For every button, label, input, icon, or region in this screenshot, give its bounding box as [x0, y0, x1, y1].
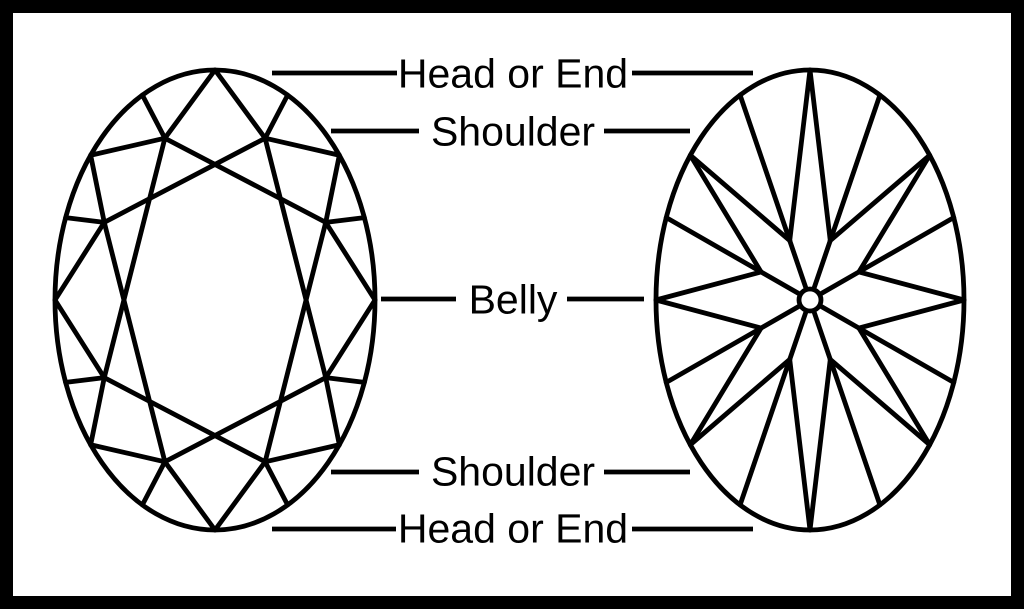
crown-star-facet-line — [262, 92, 291, 141]
pavilion-lower-girdle-line — [856, 215, 957, 275]
pavilion-main-facet-line — [787, 67, 813, 243]
crown-star-facet-line — [262, 459, 291, 508]
label-head-or-end-bottom: Head or End — [397, 505, 629, 552]
crown-bezel-facet-line — [88, 135, 168, 158]
pavilion-lower-girdle-line — [737, 92, 793, 243]
pavilion-main-facet-line — [856, 325, 933, 448]
culet-circle — [796, 286, 824, 314]
crown-star-facet-line — [323, 375, 367, 385]
pavilion-lower-girdle-line — [827, 357, 883, 508]
crown-bezel-facet-line — [262, 135, 342, 158]
crown-bezel-facet-line — [262, 442, 342, 465]
crown-star-facet-line — [139, 92, 168, 141]
pavilion-lower-girdle-line — [663, 215, 764, 275]
crown-table-star-line — [162, 135, 329, 225]
crown-table-star-line — [262, 135, 329, 381]
pavilion-lower-girdle-line — [663, 325, 764, 385]
pavilion-main-facet-line — [827, 357, 933, 448]
pavilion-main-facet-line — [787, 357, 813, 533]
pavilion-lower-girdle-line — [827, 92, 883, 243]
label-belly: Belly — [468, 276, 558, 323]
pavilion-main-facet-line — [807, 357, 833, 533]
label-shoulder-bottom: Shoulder — [430, 448, 596, 495]
crown-star-facet-line — [139, 459, 168, 508]
pavilion-main-facet-line — [687, 357, 793, 448]
crown-table-star-line — [101, 219, 168, 465]
crown-bezel-facet-line — [162, 459, 218, 533]
crown-girdle-outline — [52, 67, 378, 533]
crown-table-star-line — [101, 135, 268, 225]
label-head-or-end-top: Head or End — [397, 50, 629, 97]
pavilion-main-facet-line — [856, 152, 933, 275]
crown-view-diamond — [52, 67, 378, 533]
crown-table-star-line — [162, 375, 329, 465]
crown-bezel-facet-line — [323, 152, 342, 225]
crown-table-star-line — [101, 135, 168, 381]
crown-bezel-facet-line — [212, 67, 268, 141]
crown-bezel-facet-line — [88, 152, 107, 225]
pavilion-main-facet-line — [687, 325, 764, 448]
crown-bezel-facet-line — [88, 442, 168, 465]
crown-bezel-facet-line — [88, 375, 107, 448]
pavilion-lower-girdle-line — [737, 357, 793, 508]
pavilion-lower-girdle-line — [856, 325, 957, 385]
crown-bezel-facet-line — [212, 459, 268, 533]
pavilion-main-facet-line — [807, 67, 833, 243]
crown-bezel-facet-line — [323, 297, 378, 381]
pavilion-main-facet-line — [827, 152, 933, 243]
crown-table-star-line — [101, 375, 268, 465]
crown-bezel-facet-line — [52, 219, 107, 303]
crown-star-facet-line — [63, 215, 107, 225]
crown-bezel-facet-line — [162, 67, 218, 141]
label-shoulder-top: Shoulder — [430, 108, 596, 155]
pavilion-main-facet-line — [653, 269, 764, 303]
pavilion-main-facet-line — [687, 152, 764, 275]
pavilion-view-diamond — [653, 67, 967, 533]
crown-star-facet-line — [63, 375, 107, 385]
crown-bezel-facet-line — [52, 297, 107, 381]
pavilion-main-facet-line — [653, 297, 764, 331]
pavilion-main-facet-line — [856, 269, 967, 303]
crown-bezel-facet-line — [323, 219, 378, 303]
label-pointer-lines — [272, 70, 753, 532]
crown-table-star-line — [262, 219, 329, 465]
pavilion-main-facet-line — [687, 152, 793, 243]
crown-star-facet-line — [323, 215, 367, 225]
crown-bezel-facet-line — [323, 375, 342, 448]
pavilion-main-facet-line — [856, 297, 967, 331]
